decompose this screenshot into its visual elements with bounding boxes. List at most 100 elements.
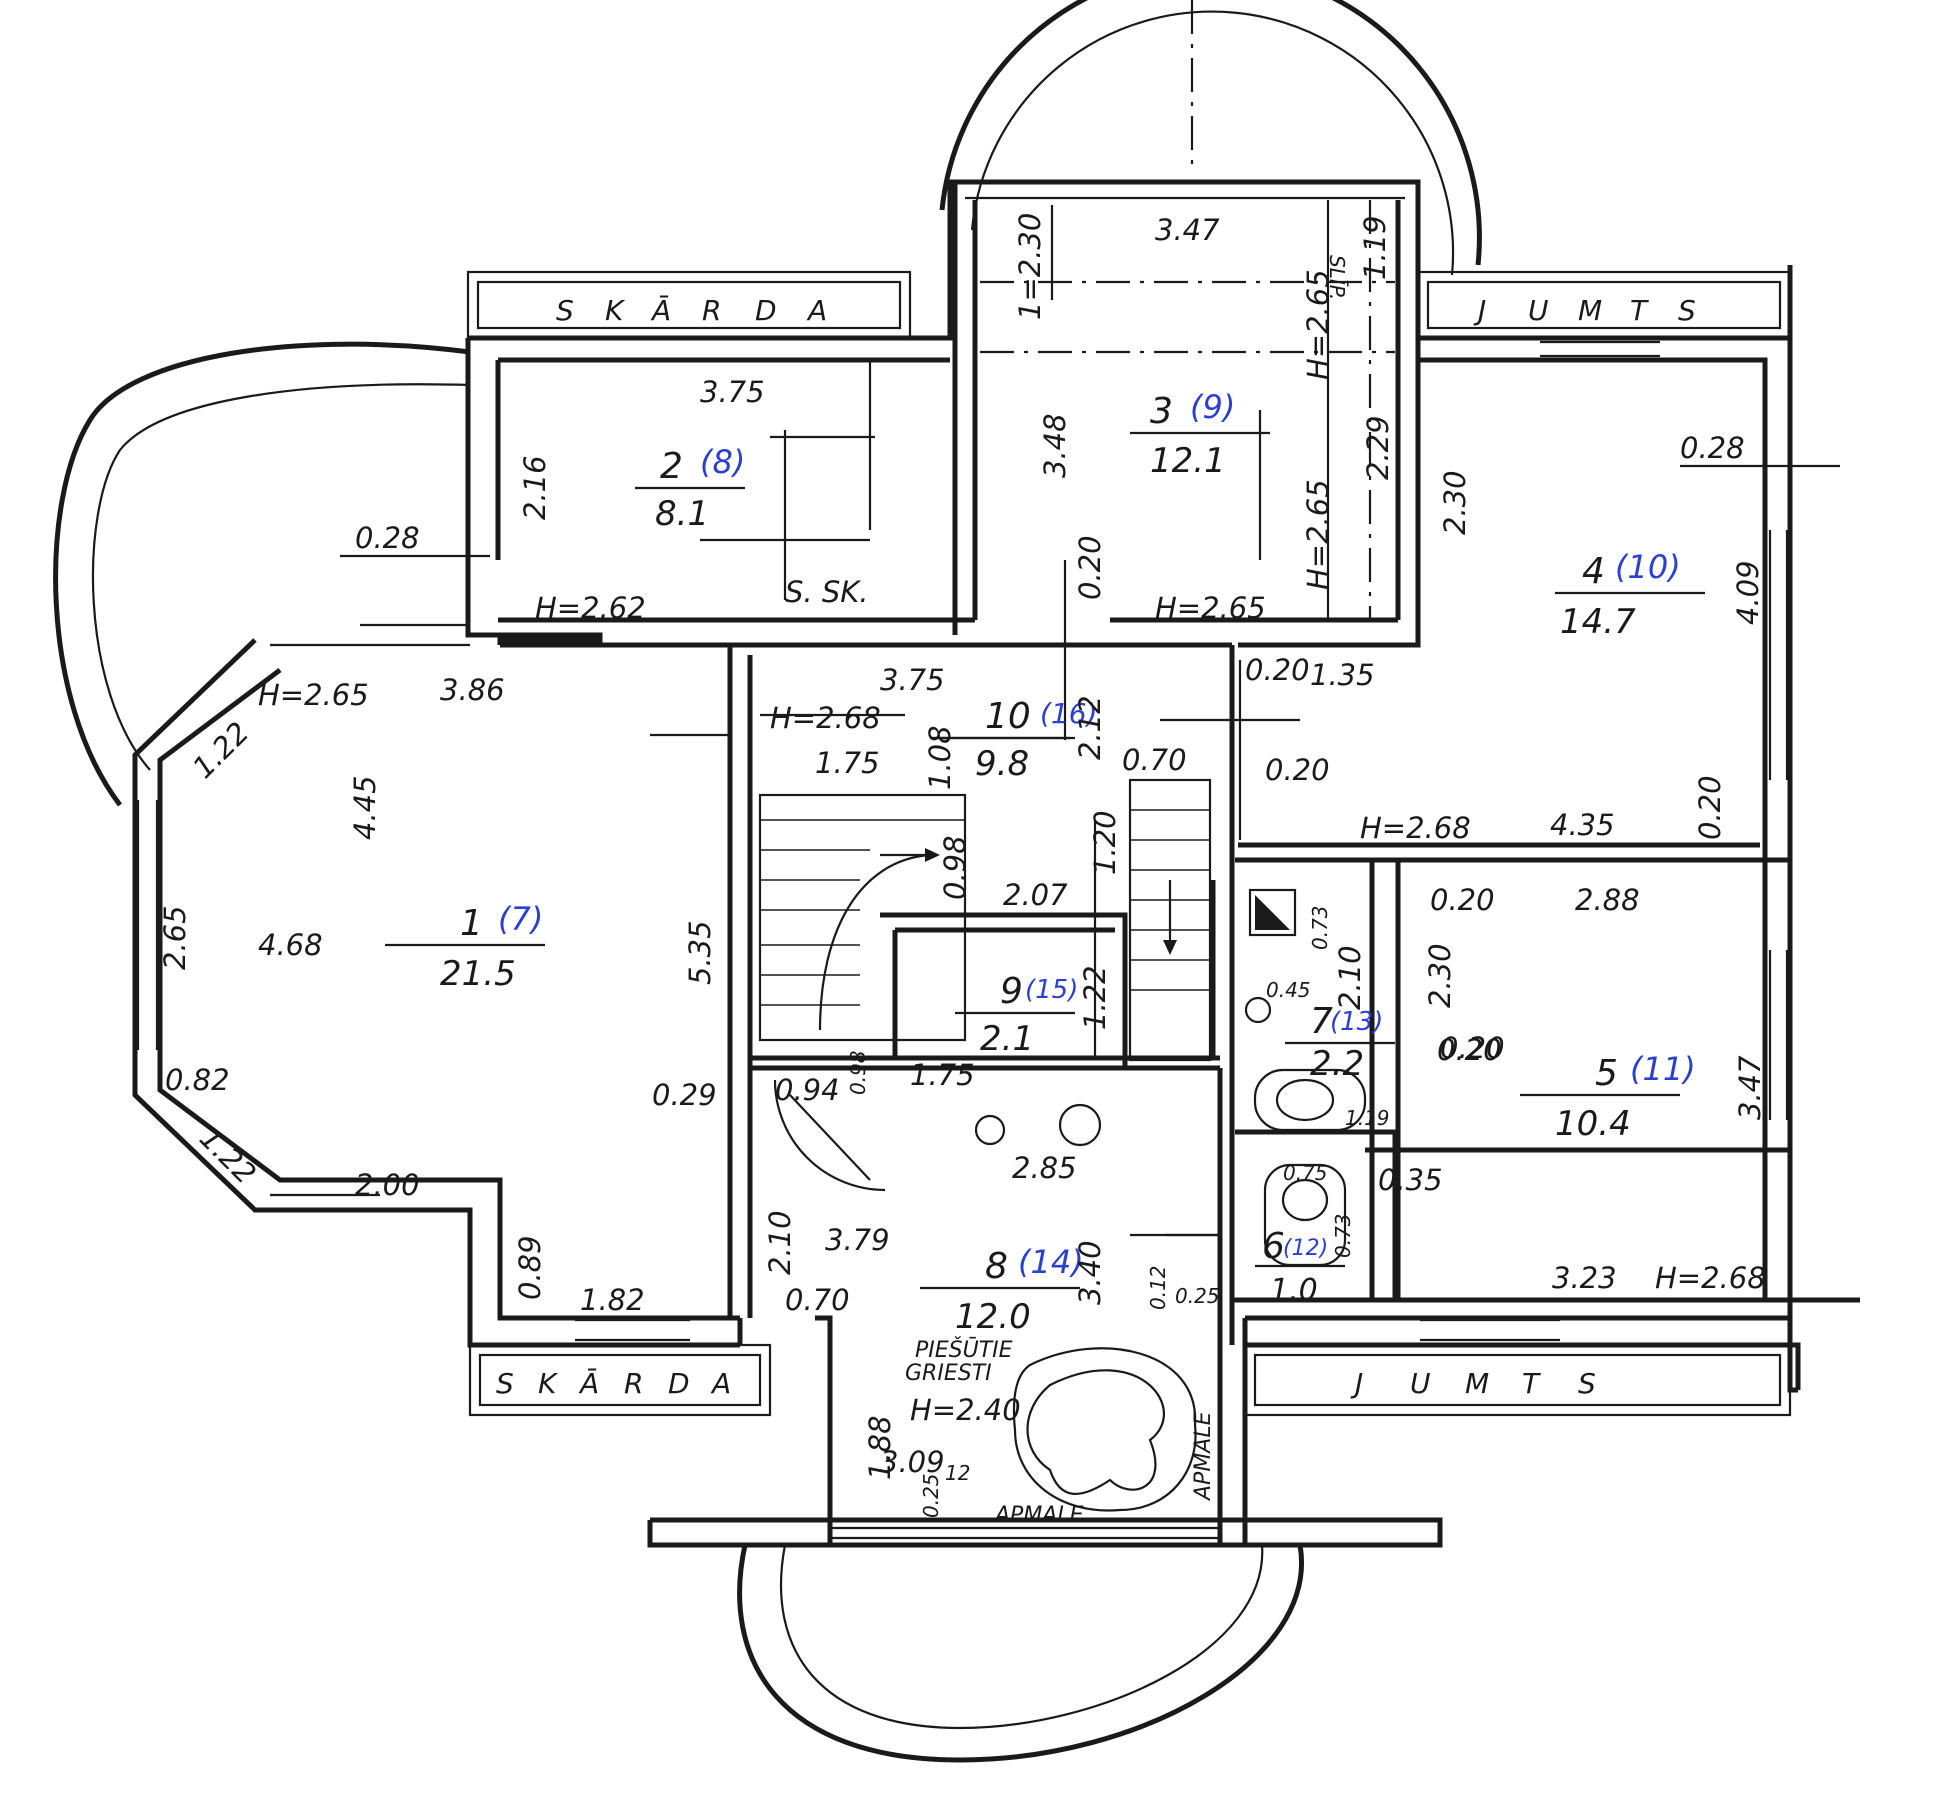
dimension-label: 0.20 bbox=[1693, 775, 1727, 840]
interior-walls bbox=[498, 182, 1790, 1345]
dimension-label: 0.35 bbox=[1378, 1163, 1443, 1197]
dimension-label: 2.88 bbox=[1575, 883, 1640, 917]
dimension-label: H=2.68 bbox=[1655, 1261, 1766, 1295]
roof-letter: M bbox=[1578, 294, 1604, 327]
dimension-label: 0.70 bbox=[1122, 743, 1187, 777]
dimension-label: 3.86 bbox=[440, 673, 505, 707]
dimension-label: 0.12 bbox=[1146, 1265, 1170, 1310]
room-3-label: 3 (9) 12.1 bbox=[1130, 388, 1270, 481]
piesutie-label: PIEŠŪTIE bbox=[915, 1337, 1013, 1363]
dimension-label: 2.07 bbox=[1003, 878, 1068, 912]
room-7-label: 7 (13) 2.2 bbox=[1285, 1001, 1395, 1084]
dimension-label: 4.09 bbox=[1731, 560, 1765, 625]
dimension-label: 0.25 bbox=[919, 1473, 943, 1518]
dimension-label: 2.12 bbox=[1073, 695, 1107, 760]
room-ref: (7) bbox=[498, 900, 543, 938]
room-number: 1 bbox=[460, 903, 483, 944]
roof-letter: S bbox=[1578, 1367, 1598, 1400]
dimension-label: H=2.65 bbox=[1301, 269, 1335, 380]
dimension-label: 5.35 bbox=[683, 920, 717, 985]
dimension-label: 1.88 bbox=[863, 1415, 897, 1480]
dimension-label: 0.20 bbox=[1437, 1033, 1502, 1067]
dimension-label: H=2.62 bbox=[535, 591, 646, 625]
dimension-label: 0.89 bbox=[513, 1235, 547, 1300]
bay-arcs bbox=[53, 0, 1482, 1763]
room-9-label: 9 (15) 2.1 bbox=[955, 971, 1078, 1059]
dimension-label: 0.73 bbox=[1331, 1213, 1355, 1258]
room-area: 10.4 bbox=[1555, 1104, 1631, 1144]
roof-letter: J bbox=[1350, 1367, 1365, 1400]
fixtures bbox=[773, 888, 1367, 1512]
roof-letter: Ā bbox=[578, 1367, 601, 1400]
room-number: 8 bbox=[985, 1246, 1008, 1287]
roof-letter: S bbox=[556, 294, 576, 327]
room-number: 3 bbox=[1150, 391, 1173, 432]
roof-letter: D bbox=[668, 1367, 692, 1400]
room-number: 7 bbox=[1310, 1001, 1333, 1042]
room-number: 4 bbox=[1582, 551, 1605, 592]
dimension-label: 0.20 bbox=[1440, 1031, 1505, 1065]
griesti-label: GRIESTI bbox=[905, 1361, 992, 1386]
room-ref: (8) bbox=[700, 443, 745, 481]
roof-letter: A bbox=[806, 294, 829, 327]
notes: APMALE APMALE PIEŠŪTIE GRIESTI H=2.40 S.… bbox=[785, 255, 1349, 1528]
roof-letter: U bbox=[1528, 294, 1551, 327]
s-sk-label: S. SK. bbox=[785, 575, 869, 609]
dimension-label: 3.75 bbox=[880, 663, 945, 697]
dimension-label: 0.75 bbox=[1283, 1161, 1328, 1185]
roof-letter: K bbox=[605, 294, 626, 327]
dimension-label: H=2.65 bbox=[1155, 591, 1266, 625]
apmale-side-label: APMALE bbox=[1191, 1411, 1216, 1502]
room-area: 12.1 bbox=[1150, 441, 1226, 481]
room-10-label: 10 (16) 9.8 bbox=[935, 696, 1097, 784]
apmale-bottom-label: APMALE bbox=[993, 1503, 1084, 1528]
dimension-label: 1.75 bbox=[910, 1058, 975, 1092]
dimension-label: 3.48 bbox=[1038, 413, 1072, 478]
room-ref: (15) bbox=[1025, 975, 1078, 1005]
room-area: 2.1 bbox=[980, 1019, 1034, 1059]
dimension-label: 4.68 bbox=[258, 928, 323, 962]
room-area: 2.2 bbox=[1310, 1044, 1364, 1084]
dimension-label: 2.00 bbox=[355, 1168, 420, 1202]
dimension-label: 1=2.30 bbox=[1013, 213, 1047, 320]
roof-letter: M bbox=[1465, 1367, 1491, 1400]
dimension-label: 1.20 bbox=[1088, 810, 1122, 875]
dimension-label: 0.73 bbox=[1308, 905, 1332, 950]
griesti-height: H=2.40 bbox=[910, 1393, 1021, 1427]
dimension-label: 0.20 bbox=[1073, 535, 1107, 600]
roof-letter: R bbox=[702, 294, 723, 327]
dimension-label: H=2.68 bbox=[1360, 811, 1471, 845]
dimension-label: 0.45 bbox=[1266, 978, 1311, 1002]
roof-letter: S bbox=[1678, 294, 1698, 327]
windows bbox=[136, 180, 1789, 1540]
dimension-label: 3.09 bbox=[880, 1445, 945, 1479]
dimension-label: 1.22 bbox=[186, 715, 256, 785]
dimension-label: 2.30 bbox=[1438, 470, 1472, 535]
dimension-label: 12 bbox=[945, 1461, 970, 1485]
dimension-label: 3.47 bbox=[1155, 213, 1220, 247]
dimension-label: 0.94 bbox=[775, 1073, 840, 1107]
roof-letter: S bbox=[496, 1367, 516, 1400]
room-ref: (11) bbox=[1630, 1050, 1696, 1088]
roof-letter: J bbox=[1473, 294, 1488, 327]
dimension-label: 2.85 bbox=[1012, 1151, 1077, 1185]
room-area: 12.0 bbox=[955, 1297, 1031, 1337]
dimension-label: 1.82 bbox=[580, 1283, 645, 1317]
room-area: 14.7 bbox=[1560, 602, 1636, 642]
room-ref: (14) bbox=[1018, 1243, 1084, 1281]
roof-letter: D bbox=[755, 294, 779, 327]
room-ref: (9) bbox=[1190, 388, 1235, 426]
room-ref: (13) bbox=[1330, 1007, 1383, 1037]
room-ref: (12) bbox=[1283, 1236, 1328, 1261]
dimension-label: 3.79 bbox=[825, 1223, 890, 1257]
dimension-label: 1.19 bbox=[1358, 215, 1392, 280]
room-number: 5 bbox=[1595, 1053, 1618, 1094]
room-area: 8.1 bbox=[655, 494, 709, 534]
dimension-label: 2.65 bbox=[158, 905, 192, 970]
dimension-label: H=2.65 bbox=[1301, 479, 1335, 590]
dimension-label: 2.10 bbox=[763, 1210, 797, 1275]
staircase bbox=[758, 778, 1212, 1062]
room-number: 9 bbox=[1000, 971, 1023, 1012]
room-area: 9.8 bbox=[975, 744, 1029, 784]
